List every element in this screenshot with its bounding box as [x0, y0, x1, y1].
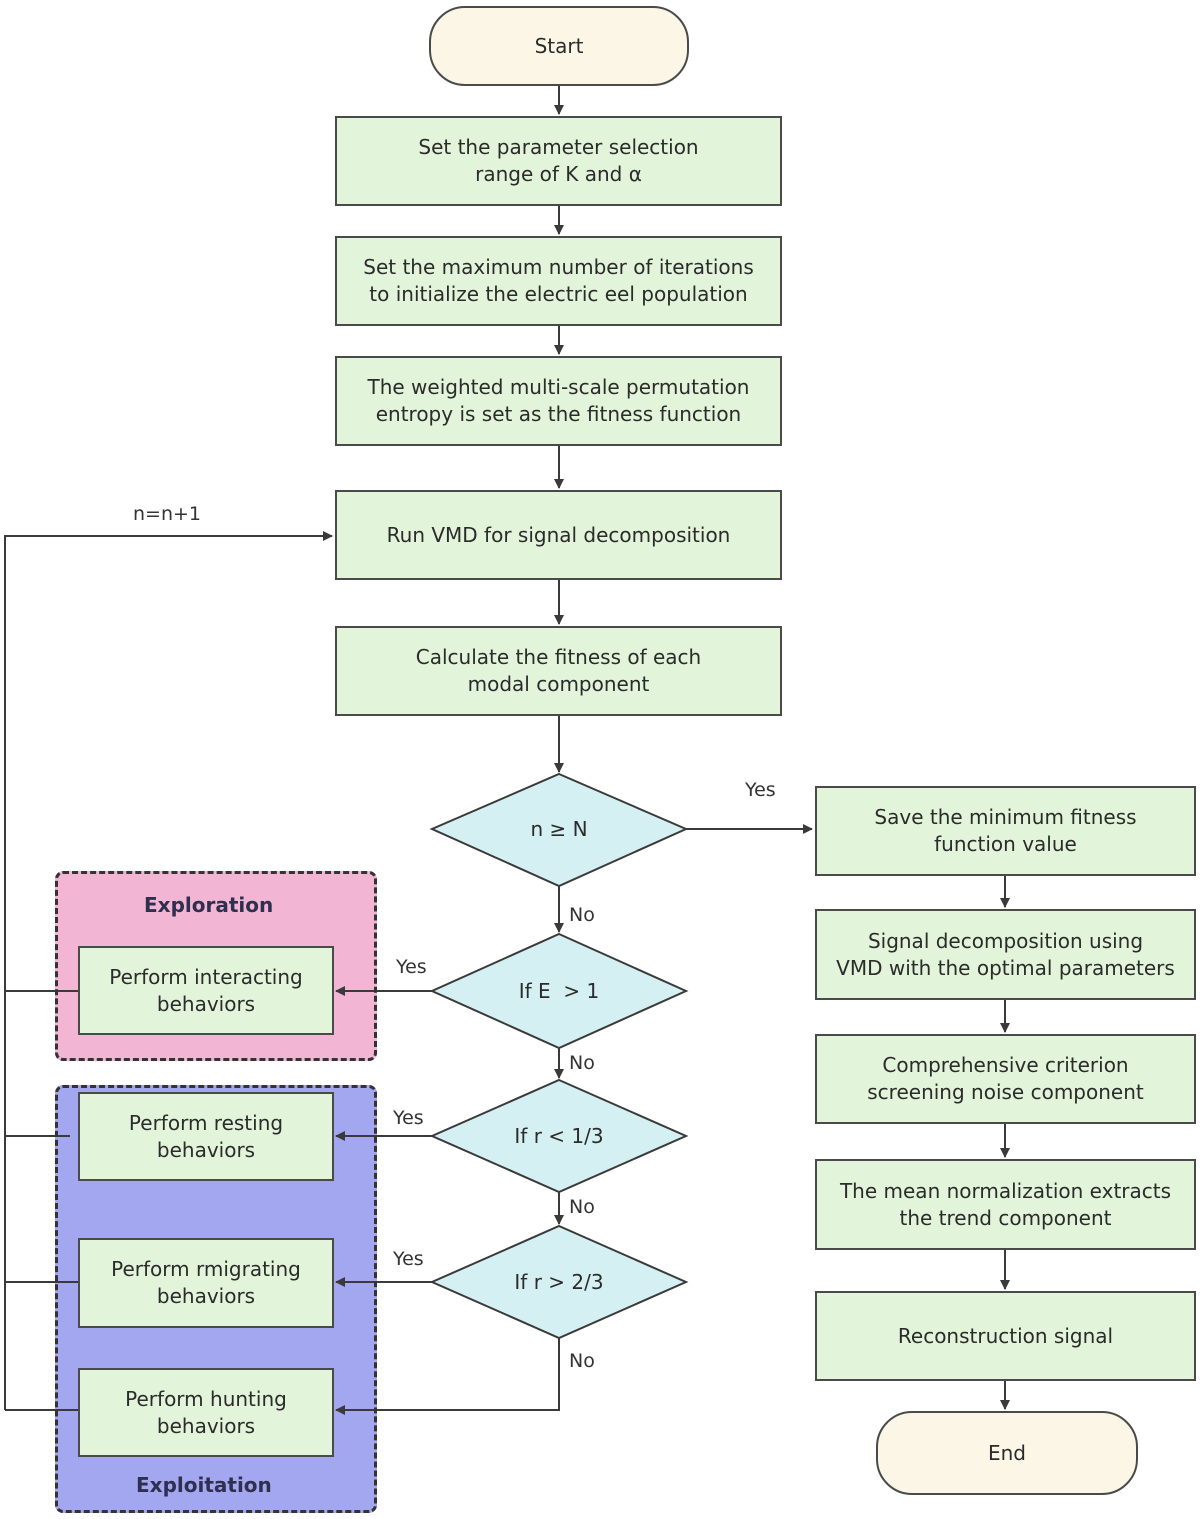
decision-e-gt-1	[429, 932, 689, 1050]
loop-label: n=n+1	[133, 503, 202, 525]
step-reconstruction: Reconstruction signal	[815, 1291, 1196, 1381]
yes-label-e: Yes	[396, 956, 427, 978]
yes-label-n: Yes	[745, 779, 776, 801]
yes-label-r2: Yes	[393, 1248, 424, 1270]
decision-n-ge-N-text: n ≥ N	[530, 817, 588, 841]
step-resting: Perform resting behaviors	[78, 1092, 334, 1181]
no-label-n: No	[569, 904, 595, 926]
decision-r-gt-two-thirds	[429, 1224, 689, 1340]
exploitation-group	[55, 1085, 377, 1513]
step-calc-fitness: Calculate the fitness of each modal comp…	[335, 626, 782, 716]
end-terminal: End	[876, 1411, 1138, 1495]
step-save-min: Save the minimum fitness function value	[815, 786, 1196, 876]
no-label-r1: No	[569, 1196, 595, 1218]
exploration-title: Exploration	[144, 893, 274, 917]
step-migrating: Perform rmigrating behaviors	[78, 1238, 334, 1328]
no-label-r2: No	[569, 1350, 595, 1372]
decision-e-gt-1-text: If E > 1	[518, 979, 600, 1003]
decision-n-ge-N	[429, 772, 689, 888]
step-screening: Comprehensive criterion screening noise …	[815, 1034, 1196, 1124]
step-run-vmd: Run VMD for signal decomposition	[335, 490, 782, 580]
edge-r2-no	[335, 1338, 560, 1415]
edge-loop-back	[4, 531, 333, 1410]
no-label-e: No	[569, 1052, 595, 1074]
exploration-group	[55, 871, 377, 1061]
step-hunting: Perform hunting behaviors	[78, 1368, 334, 1457]
decision-r-gt-two-thirds-text: If r > 2/3	[514, 1270, 604, 1294]
exploitation-title: Exploitation	[136, 1473, 272, 1497]
step-interacting: Perform interacting behaviors	[78, 946, 334, 1035]
step-fitness-function: The weighted multi-scale permutation ent…	[335, 356, 782, 446]
start-terminal: Start	[429, 6, 689, 86]
step-set-range: Set the parameter selection range of K a…	[335, 116, 782, 206]
step-set-iterations: Set the maximum number of iterations to …	[335, 236, 782, 326]
yes-label-r1: Yes	[393, 1107, 424, 1129]
step-mean-norm: The mean normalization extracts the tren…	[815, 1159, 1196, 1250]
decision-r-lt-third-text: If r < 1/3	[514, 1124, 604, 1148]
step-signal-decomp: Signal decomposition using VMD with the …	[815, 909, 1196, 1000]
decision-r-lt-third	[429, 1078, 689, 1194]
